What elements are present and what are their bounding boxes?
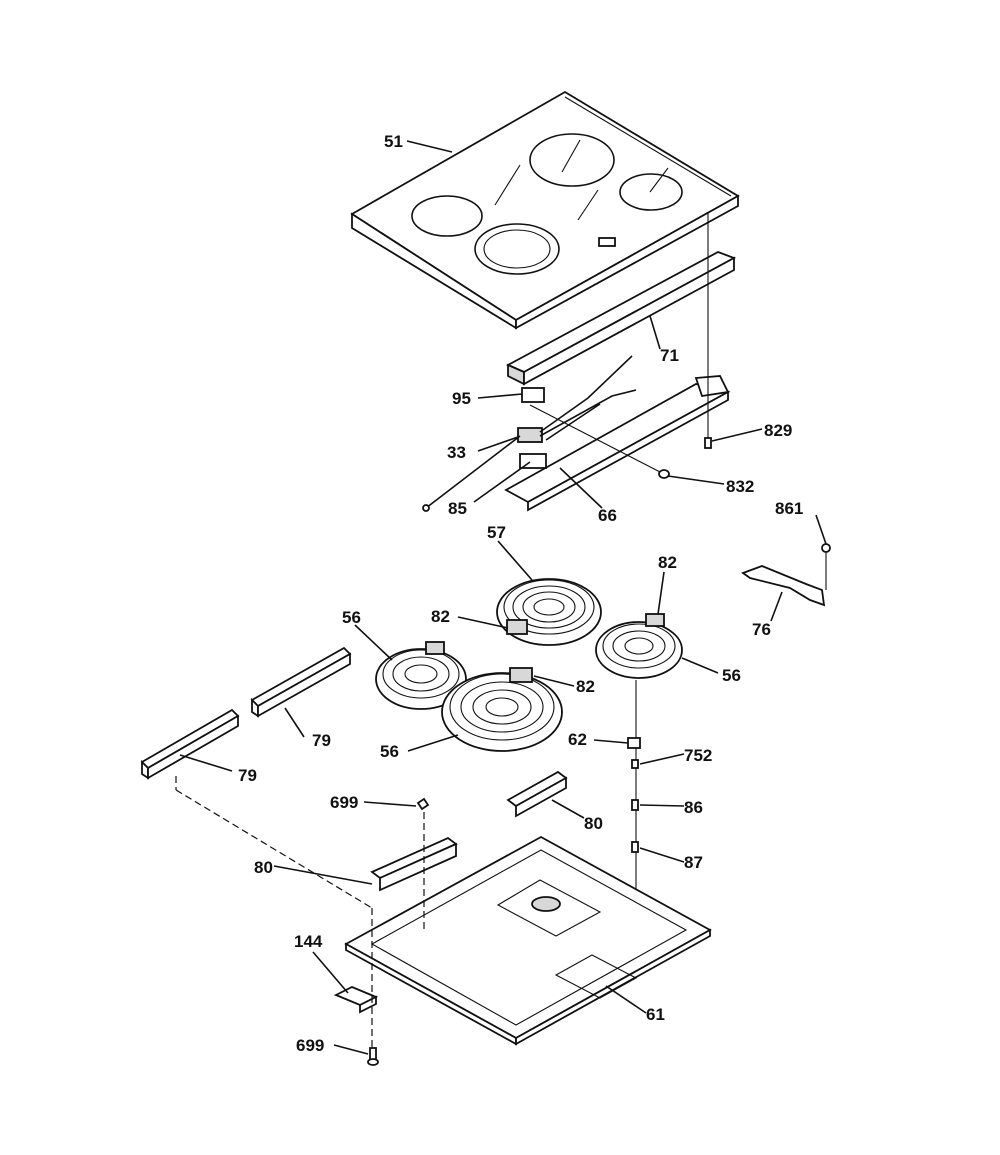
label-95: 95 bbox=[452, 389, 471, 408]
label-699-lower: 699 bbox=[296, 1036, 324, 1055]
assembly-lines bbox=[175, 776, 425, 1048]
leader-lines bbox=[179, 140, 827, 1055]
label-79-lower: 79 bbox=[238, 766, 257, 785]
label-66: 66 bbox=[598, 506, 617, 525]
label-752: 752 bbox=[684, 746, 712, 765]
label-85: 85 bbox=[448, 499, 467, 518]
surface-element-right bbox=[595, 613, 683, 679]
screw-832 bbox=[529, 404, 670, 479]
label-861: 861 bbox=[775, 499, 803, 518]
screw-699-upper bbox=[416, 797, 430, 811]
label-699-upper: 699 bbox=[330, 793, 358, 812]
support-bracket-left bbox=[370, 836, 458, 892]
label-832: 832 bbox=[726, 477, 754, 496]
label-56-right: 56 bbox=[722, 666, 741, 685]
label-829: 829 bbox=[764, 421, 792, 440]
label-82-rear-right: 82 bbox=[658, 553, 677, 572]
side-trim-lower bbox=[140, 708, 240, 780]
label-87: 87 bbox=[684, 853, 703, 872]
front-trim bbox=[505, 251, 737, 386]
label-57: 57 bbox=[487, 523, 506, 542]
surface-element-large-front bbox=[441, 667, 563, 752]
label-62: 62 bbox=[568, 730, 587, 749]
screw-829 bbox=[704, 212, 712, 449]
label-80-left: 80 bbox=[254, 858, 273, 877]
support-bracket-right bbox=[506, 770, 568, 818]
label-51: 51 bbox=[384, 132, 403, 151]
label-61: 61 bbox=[646, 1005, 665, 1024]
cooktop-glass bbox=[350, 90, 740, 330]
part-labels: 51 71 95 829 33 832 85 66 861 57 82 82 5… bbox=[238, 132, 803, 1055]
label-86: 86 bbox=[684, 798, 703, 817]
label-56-front: 56 bbox=[380, 742, 399, 761]
surface-element-large-rear bbox=[496, 578, 602, 646]
screw-699-lower bbox=[367, 1047, 379, 1066]
label-82-rear-left: 82 bbox=[431, 607, 450, 626]
surface-element-left bbox=[375, 641, 467, 710]
label-144: 144 bbox=[294, 932, 323, 951]
label-56-left: 56 bbox=[342, 608, 361, 627]
label-76: 76 bbox=[752, 620, 771, 639]
burner-box bbox=[344, 835, 712, 1046]
clip-144 bbox=[333, 986, 379, 1014]
label-80-right: 80 bbox=[584, 814, 603, 833]
bracket-rail bbox=[504, 375, 731, 512]
label-82-front: 82 bbox=[576, 677, 595, 696]
side-bracket bbox=[741, 543, 831, 607]
label-79-upper: 79 bbox=[312, 731, 331, 750]
side-trim-upper bbox=[250, 646, 352, 718]
label-33: 33 bbox=[447, 443, 466, 462]
label-71: 71 bbox=[660, 346, 679, 365]
